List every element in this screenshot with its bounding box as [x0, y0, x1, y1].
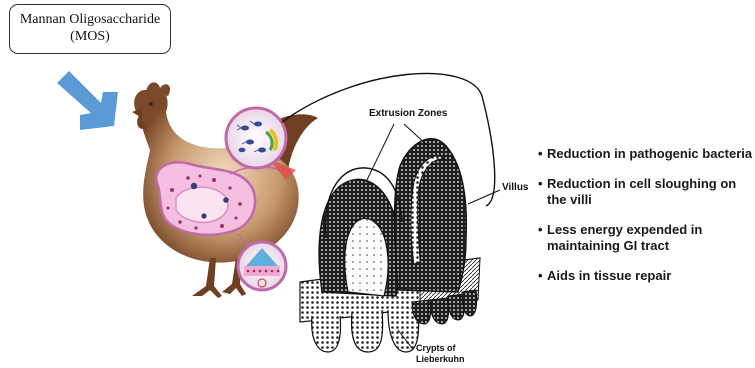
extrusion-zones-label: Extrusion Zones [369, 108, 447, 119]
benefit-item: Less energy expended in maintaining GI t… [538, 222, 753, 254]
crypts-label-line-1: Crypts of [416, 343, 465, 354]
crypts-label-line-2: Lieberkuhn [416, 354, 465, 365]
blue-arrow-icon [57, 71, 118, 130]
villus-magnifier-icon [238, 242, 286, 290]
bacteria-magnifier-icon [226, 108, 286, 168]
benefits-list: Reduction in pathogenic bacteria Reducti… [538, 146, 753, 298]
chicken-illustration [132, 82, 318, 298]
crypts-label: Crypts of Lieberkuhn [416, 343, 465, 365]
benefit-item: Reduction in cell sloughing on the villi [538, 176, 753, 208]
benefit-item: Reduction in pathogenic bacteria [538, 146, 753, 162]
benefit-item: Aids in tissue repair [538, 268, 753, 284]
villi-cross-section [300, 124, 500, 352]
villus-label: Villus [502, 182, 529, 193]
